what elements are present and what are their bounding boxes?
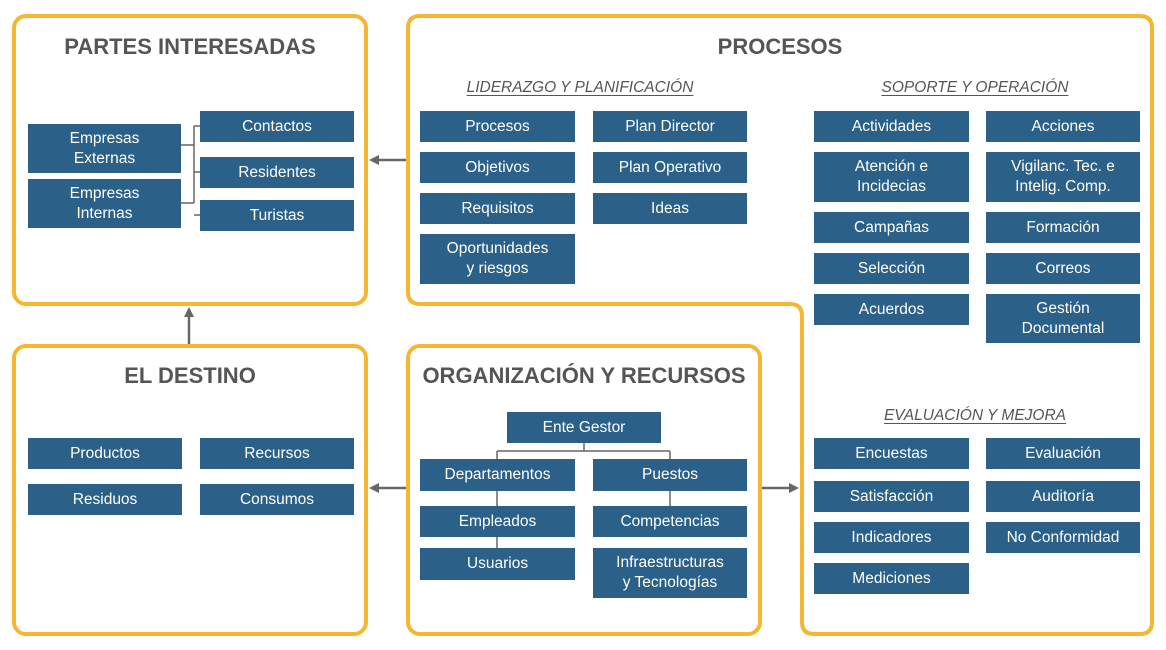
sop-correos: Correos (986, 253, 1140, 284)
lid-procesos: Procesos (420, 111, 575, 142)
lid-requisitos: Requisitos (420, 193, 575, 224)
organizacion-title: ORGANIZACIÓN Y RECURSOS (422, 363, 746, 388)
eval-mediciones: Mediciones (814, 563, 969, 594)
org-tree-connectors (496, 443, 671, 548)
sop-formacion: Formación (986, 212, 1140, 243)
lid-plan-director: Plan Director (593, 111, 747, 142)
lid-plan-operativo: Plan Operativo (593, 152, 747, 183)
eval-auditoria: Auditoría (986, 481, 1140, 512)
procesos-frame (406, 14, 1154, 636)
eval-evaluacion: Evaluación (986, 438, 1140, 469)
sop-gestion-documental: Gestión Documental (986, 294, 1140, 343)
box-turistas: Turistas (200, 200, 354, 231)
eval-encuestas: Encuestas (814, 438, 969, 469)
lid-oportunidades: Oportunidades y riesgos (420, 234, 575, 284)
liderazgo-label: LIDERAZGO Y PLANIFICACIÓN (466, 79, 694, 96)
partes-bracket (181, 125, 200, 216)
sop-actividades: Actividades (814, 111, 969, 142)
sop-acciones: Acciones (986, 111, 1140, 142)
org-competencias: Competencias (593, 506, 747, 537)
sop-acuerdos: Acuerdos (814, 294, 969, 325)
box-empresas-externas: Empresas Externas (28, 124, 181, 173)
org-empleados: Empleados (420, 506, 575, 537)
destino-productos: Productos (28, 438, 182, 469)
org-puestos: Puestos (593, 459, 747, 491)
org-usuarios: Usuarios (420, 548, 575, 580)
destino-consumos: Consumos (200, 484, 354, 515)
evaluacion-label: EVALUACIÓN Y MEJORA (883, 407, 1067, 424)
destino-residuos: Residuos (28, 484, 182, 515)
partes-title: PARTES INTERESADAS (64, 34, 316, 59)
lid-objetivos: Objetivos (420, 152, 575, 183)
org-ente-gestor: Ente Gestor (507, 412, 661, 443)
org-infraestructuras: Infraestructuras y Tecnologías (593, 548, 747, 598)
eval-indicadores: Indicadores (814, 522, 969, 553)
partes-frame (12, 14, 368, 306)
eval-satisfaccion: Satisfacción (814, 481, 969, 512)
destino-frame (12, 344, 368, 636)
lid-ideas: Ideas (593, 193, 747, 224)
procesos-title: PROCESOS (717, 34, 843, 59)
destino-title: EL DESTINO (124, 363, 256, 388)
sop-atencion: Atención e Incidecias (814, 152, 969, 202)
box-empresas-internas: Empresas Internas (28, 179, 181, 228)
box-contactos: Contactos (200, 111, 354, 142)
destino-recursos: Recursos (200, 438, 354, 469)
sop-vigilancia: Vigilanc. Tec. e Intelig. Comp. (986, 152, 1140, 202)
box-residentes: Residentes (200, 157, 354, 188)
org-departamentos: Departamentos (420, 459, 575, 491)
eval-no-conformidad: No Conformidad (986, 522, 1140, 553)
sop-campanas: Campañas (814, 212, 969, 243)
sop-seleccion: Selección (814, 253, 969, 284)
organizacion-frame (406, 344, 762, 636)
soporte-label: SOPORTE Y OPERACIÓN (881, 79, 1069, 96)
